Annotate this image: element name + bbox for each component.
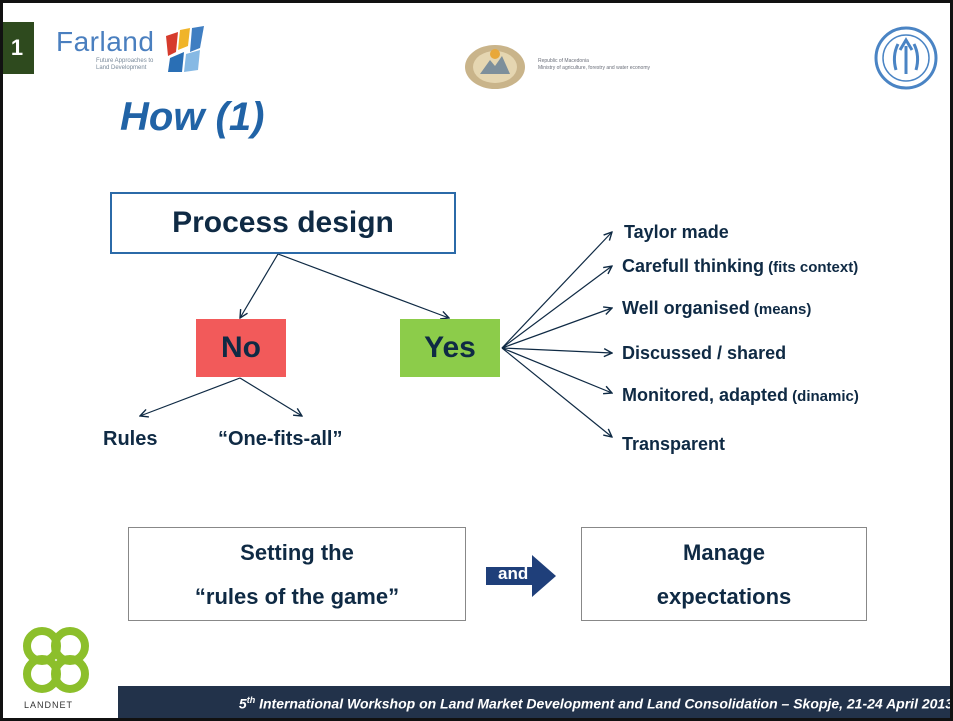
- landnet-logo: LANDNET: [14, 624, 104, 714]
- arrow-root-to-no: [240, 253, 279, 318]
- arrow-yes-to-discussed: [501, 347, 612, 353]
- footer-title: International Workshop on Land Market De…: [255, 695, 953, 712]
- landnet-rings-icon: [23, 627, 89, 693]
- yes-box: Yes: [400, 319, 500, 377]
- manage-box-line-2: expectations: [656, 584, 792, 609]
- yes-item-main: Taylor made: [624, 222, 729, 242]
- ministry-text: Republic of Macedonia Ministry of agricu…: [538, 58, 718, 72]
- arrow-yes-to-organised: [501, 308, 612, 349]
- fao-emblem-icon: [874, 26, 938, 90]
- yes-item-note: (dinamic): [788, 388, 859, 405]
- manage-expectations-box: Manage expectations: [581, 527, 867, 621]
- and-arrow: and: [482, 553, 562, 599]
- right-arrow-icon: [486, 555, 556, 597]
- yes-item-main: Carefull thinking: [622, 256, 765, 276]
- no-box: No: [196, 319, 286, 377]
- yes-item-transparent: Transparent: [622, 434, 725, 455]
- footer-ordinal-suffix: th: [246, 695, 256, 705]
- arrow-no-to-one-fits-all: [239, 377, 302, 416]
- manage-box-line-1: Manage: [683, 540, 765, 565]
- ministry-line-2: Ministry of agriculture, forestry and wa…: [538, 65, 650, 71]
- yes-item-taylor-made: Taylor made: [624, 222, 729, 243]
- farland-logo: Farland Future Approaches to Land Develo…: [38, 22, 208, 78]
- process-design-box: Process design: [110, 192, 456, 254]
- yes-item-well-organised: Well organised (means): [622, 298, 811, 319]
- rules-label: Rules: [103, 428, 158, 450]
- yes-item-main: Discussed / shared: [622, 343, 787, 363]
- footer-bar: 5th International Workshop on Land Marke…: [118, 686, 953, 721]
- arrow-yes-to-carefull: [501, 266, 612, 349]
- rules-box-line-1: Setting the: [240, 540, 354, 565]
- rules-box-line-2: “rules of the game”: [194, 584, 400, 609]
- rules-of-the-game-box: Setting the “rules of the game”: [128, 527, 466, 621]
- yes-item-discussed-shared: Discussed / shared: [622, 343, 786, 364]
- arrow-yes-to-transparent: [501, 347, 612, 437]
- and-label: and: [498, 564, 529, 583]
- yes-item-main: Transparent: [622, 434, 726, 454]
- coat-of-arms-icon: [465, 45, 525, 89]
- farland-logo-name: Farland: [56, 26, 155, 57]
- ministry-logo: Republic of Macedonia Ministry of agricu…: [462, 40, 722, 90]
- slide-title: How (1): [120, 95, 265, 139]
- yes-item-main: Monitored, adapted: [622, 385, 788, 405]
- footer-ordinal: 5: [238, 695, 247, 712]
- slide-number: 1: [0, 22, 34, 74]
- yes-item-note: (fits context): [764, 259, 859, 276]
- arrow-yes-to-monitored: [501, 347, 612, 393]
- yes-item-monitored-adapted: Monitored, adapted (dinamic): [622, 385, 859, 406]
- yes-item-main: Well organised: [622, 298, 750, 318]
- one-fits-all-label: “One-fits-all”: [218, 428, 343, 450]
- arrow-root-to-yes: [277, 253, 449, 318]
- arrow-no-to-rules: [140, 377, 241, 416]
- fao-logo: [874, 26, 938, 90]
- ministry-line-1: Republic of Macedonia: [538, 58, 589, 64]
- yes-item-note: (means): [749, 301, 812, 318]
- yes-item-carefull-thinking: Carefull thinking (fits context): [622, 256, 858, 277]
- arrow-yes-to-taylor: [501, 232, 612, 349]
- footer-text: 5th International Workshop on Land Marke…: [239, 695, 953, 712]
- farland-mark-icon: [166, 26, 204, 72]
- landnet-label: LANDNET: [24, 700, 74, 710]
- farland-logo-subtitle: Future Approaches to Land Development: [96, 58, 154, 71]
